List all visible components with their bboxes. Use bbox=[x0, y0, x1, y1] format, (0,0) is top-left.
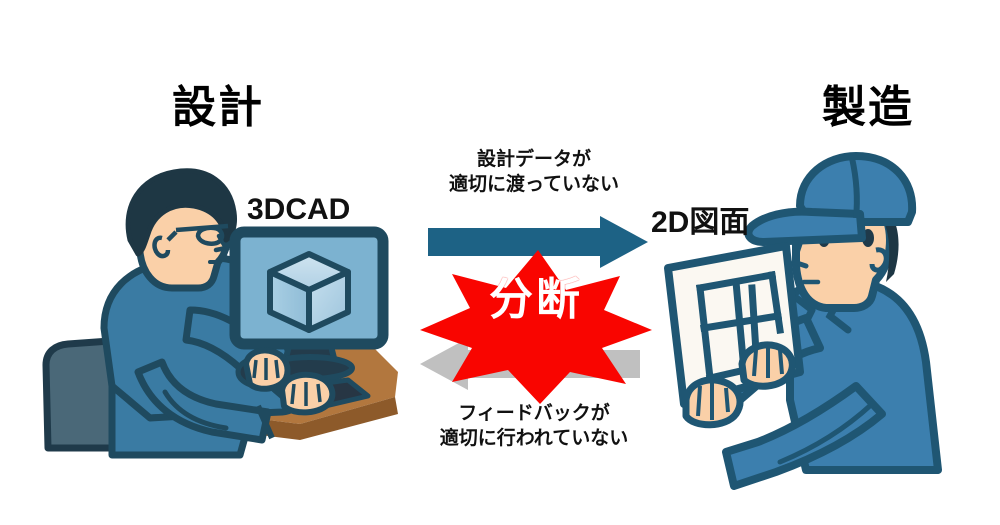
page-title-design: 設計 bbox=[172, 83, 264, 132]
designer-head bbox=[125, 168, 237, 292]
monitor bbox=[229, 226, 389, 382]
note-forward-line1: 設計データが bbox=[476, 149, 591, 170]
worker-arm-near bbox=[722, 382, 886, 490]
worker-illustration bbox=[664, 152, 942, 490]
worker-hands bbox=[682, 341, 796, 429]
cube-icon bbox=[267, 251, 351, 333]
note-feedback-line1: フィードバックが bbox=[458, 403, 610, 424]
designer-illustration bbox=[42, 168, 398, 459]
worker-cap bbox=[744, 152, 917, 246]
label-2d-drawing: 2D図面 bbox=[651, 206, 750, 239]
burst-label: 分断 bbox=[489, 275, 583, 324]
disconnect-burst bbox=[420, 250, 652, 404]
note-feedback-line2: 適切に行われていない bbox=[439, 427, 629, 449]
label-3dcad: 3DCAD bbox=[247, 193, 351, 226]
note-forward-line2: 適切に渡っていない bbox=[448, 173, 620, 195]
page-title-manufacturing: 製造 bbox=[822, 83, 914, 132]
forward-arrow bbox=[428, 216, 648, 268]
note-feedback: フィードバックが 適切に行われていない bbox=[409, 402, 659, 451]
note-forward: 設計データが 適切に渡っていない bbox=[409, 148, 659, 197]
